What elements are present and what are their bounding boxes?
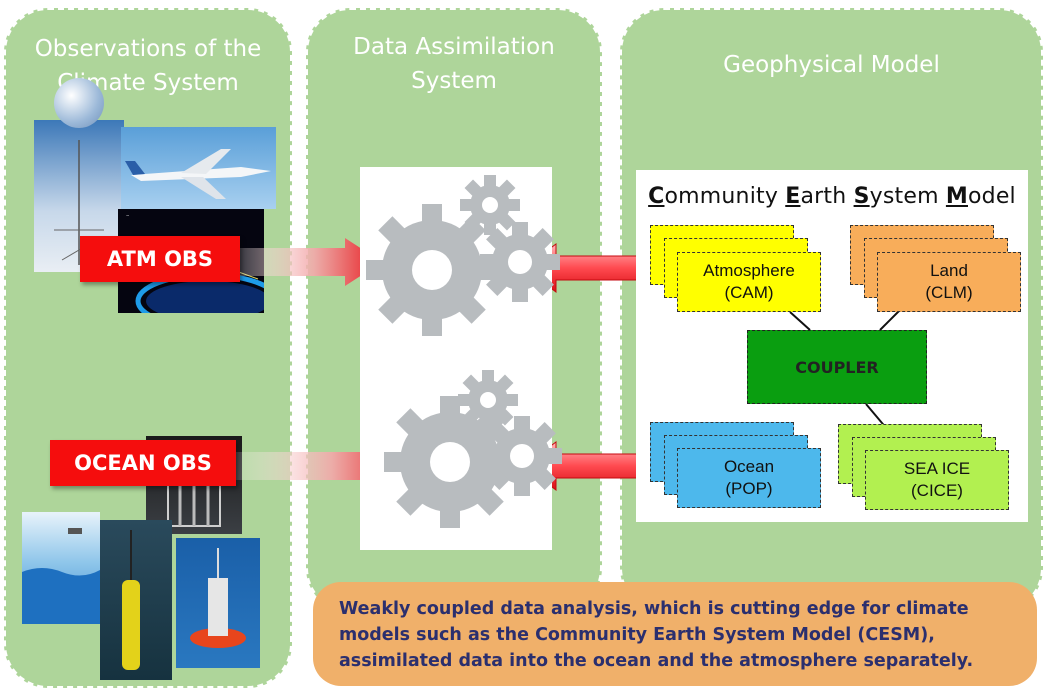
cesm-title-c-rest: ommunity bbox=[664, 184, 786, 209]
land-name: Land bbox=[930, 261, 968, 280]
ocean-buoy-image bbox=[176, 538, 260, 668]
caption-line-3: assimilated data into the ocean and the … bbox=[339, 651, 974, 671]
cesm-title: Community Earth System Model bbox=[636, 184, 1028, 209]
ocean-obs-badge: OCEAN OBS bbox=[50, 440, 236, 486]
cesm-title-e-rest: arth bbox=[800, 184, 854, 209]
cesm-title-s-rest: ystem bbox=[869, 184, 946, 209]
gear-mid-upper-icon bbox=[480, 222, 560, 302]
seaice-name: SEA ICE bbox=[903, 459, 971, 478]
caption-line-1: Weakly coupled data analysis, which is c… bbox=[339, 599, 969, 619]
ocean-observing-system-image bbox=[22, 512, 100, 624]
atmosphere-component: Atmosphere (CAM) bbox=[677, 252, 821, 312]
observations-title: Observations of the Climate System bbox=[34, 36, 262, 96]
ocean-code: (POP) bbox=[725, 479, 773, 498]
ocean-name: Ocean bbox=[723, 457, 775, 476]
gear-small-upper-icon bbox=[460, 175, 520, 235]
svg-text:~: ~ bbox=[126, 213, 129, 218]
land-code: (CLM) bbox=[925, 283, 973, 302]
coupler-box: COUPLER bbox=[747, 330, 927, 404]
argo-float-image bbox=[100, 520, 172, 680]
model-title: Geophysical Model bbox=[723, 52, 940, 78]
caption-box: Weakly coupled data analysis, which is c… bbox=[313, 582, 1037, 686]
cesm-title-m: M bbox=[945, 184, 968, 209]
caption-line-2: models such as the Community Earth Syste… bbox=[339, 625, 935, 645]
land-component: Land (CLM) bbox=[877, 252, 1021, 312]
atm-obs-badge: ATM OBS bbox=[80, 236, 240, 282]
ocean-component: Ocean (POP) bbox=[677, 448, 821, 508]
gear-large-upper-icon bbox=[366, 204, 498, 336]
assimilation-title: Data Assimilation System bbox=[353, 34, 555, 94]
gear-mid-lower-icon bbox=[482, 416, 562, 496]
gear-small-lower-icon bbox=[458, 370, 518, 430]
seaice-code: (CICE) bbox=[911, 481, 963, 500]
atm-obs-arrow bbox=[232, 238, 382, 286]
weather-balloon-image bbox=[54, 78, 104, 128]
airplane-image bbox=[121, 127, 276, 209]
atmosphere-name: Atmosphere bbox=[703, 261, 795, 280]
atmosphere-code: (CAM) bbox=[724, 283, 774, 302]
cesm-title-c: C bbox=[648, 184, 665, 209]
cesm-title-s: S bbox=[853, 184, 870, 209]
seaice-component: SEA ICE (CICE) bbox=[865, 450, 1009, 510]
cesm-title-m-rest: odel bbox=[968, 184, 1016, 209]
cesm-title-e: E bbox=[785, 184, 801, 209]
